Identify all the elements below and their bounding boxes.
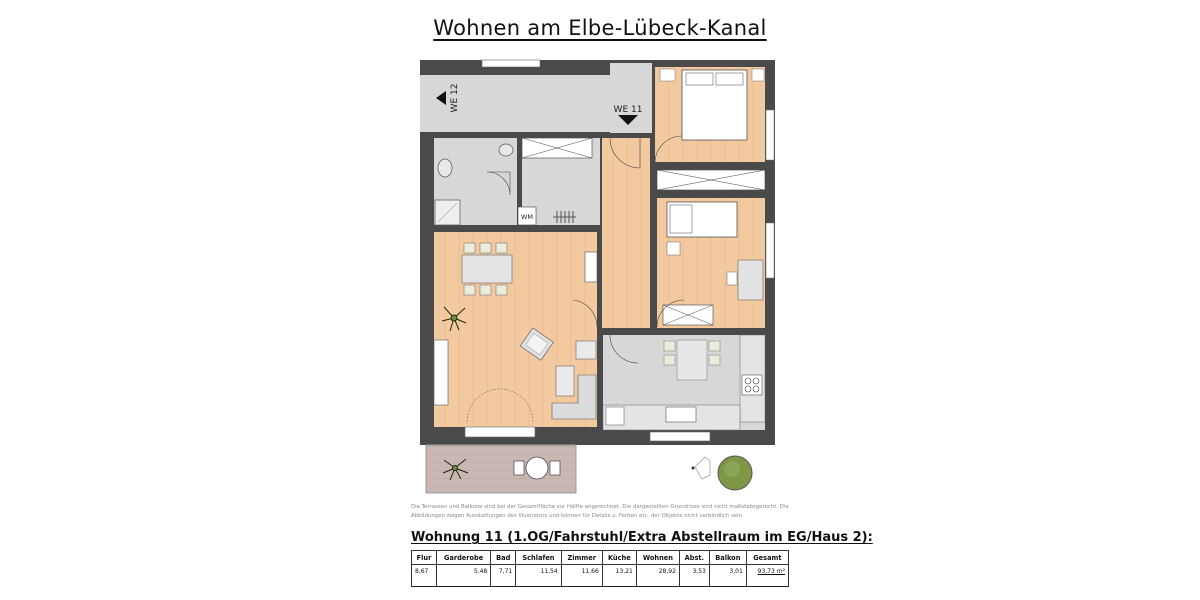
col-header: Bad (490, 550, 517, 565)
area-value: 13,21 (601, 564, 637, 587)
room-bad (434, 138, 517, 226)
col-header: Wohnen (635, 550, 680, 565)
room-zimmer (656, 198, 765, 328)
col-header: Schlafen (515, 550, 562, 565)
area-value: 7,71 (490, 564, 517, 587)
col-header: Abst. (678, 550, 710, 565)
sink-icon (437, 158, 453, 178)
col-header: Flur (411, 550, 437, 565)
floor-plan: WE 12 WE 11 WM (420, 59, 775, 494)
col-header: Garderobe (435, 550, 492, 565)
chair-icon (726, 271, 738, 286)
room-wohnen (433, 232, 598, 427)
chair-icon (549, 460, 561, 476)
tree-icon (717, 455, 753, 491)
area-value: 11,54 (515, 564, 562, 587)
window-zimmer (765, 222, 775, 279)
table-row: 8,67 5,48 7,71 11,54 11,66 13,21 28,92 3… (411, 564, 790, 587)
terrace-door (464, 426, 536, 438)
round-table-icon (525, 456, 549, 480)
room-flur (602, 137, 650, 328)
col-header: Balkon (708, 550, 747, 565)
area-value: 3,01 (708, 564, 747, 587)
area-value: 3,53 (678, 564, 710, 587)
disclaimer-text: Die Terrassen und Balkone sind bei der G… (411, 504, 789, 519)
desk-icon (737, 259, 764, 301)
we12-label: WE 12 (450, 84, 460, 113)
coat-rack-icon (553, 211, 576, 223)
plant-icon (441, 306, 467, 332)
table-header-row: Flur Garderobe Bad Schlafen Zimmer Küche… (411, 550, 790, 565)
room-garderobe: WM (517, 137, 600, 226)
area-value: 28,92 (635, 564, 680, 587)
wm-label: WM (521, 213, 533, 221)
we12-marker: WE 12 (436, 84, 460, 113)
we11-marker: WE 11 (614, 105, 643, 125)
room-schlafen (654, 67, 765, 164)
coffee-table-icon (555, 365, 575, 397)
document-title: Wohnen am Elbe-Lübeck-Kanal (433, 16, 767, 40)
kitchen-chairs-icon (663, 340, 721, 366)
col-header: Küche (601, 550, 637, 565)
area-total: 93,73 m² (745, 564, 790, 587)
kitchen-table-icon (676, 339, 708, 381)
room-kueche (602, 334, 766, 431)
kitchen-sink-icon (665, 406, 697, 423)
sideboard-icon (433, 339, 449, 406)
area-value: 8,67 (411, 564, 437, 587)
area-value: 5,48 (435, 564, 492, 587)
hand-pointer-icon (691, 456, 711, 480)
unit-heading: Wohnung 11 (1.OG/Fahrstuhl/Extra Abstell… (411, 530, 873, 545)
balkon-terrace (425, 444, 577, 494)
col-header: Gesamt (745, 550, 790, 565)
window-bedroom (765, 109, 775, 161)
dining-table-icon (461, 254, 513, 284)
armchair-icon (519, 327, 554, 361)
chair-icon (513, 460, 525, 476)
area-table: Flur Garderobe Bad Schlafen Zimmer Küche… (411, 550, 790, 587)
kitchen-window (649, 431, 711, 442)
room-stair-landing (420, 63, 652, 133)
window-top (481, 59, 541, 68)
area-value: 11,66 (560, 564, 603, 587)
toilet-icon (498, 143, 514, 157)
sofa-icon (551, 374, 597, 420)
dining-chairs-icon (463, 242, 508, 296)
col-header: Zimmer (560, 550, 603, 565)
washing-machine-icon (517, 206, 537, 226)
stove-icon (741, 374, 763, 396)
plant-icon (442, 458, 469, 481)
we11-label: WE 11 (614, 105, 643, 115)
